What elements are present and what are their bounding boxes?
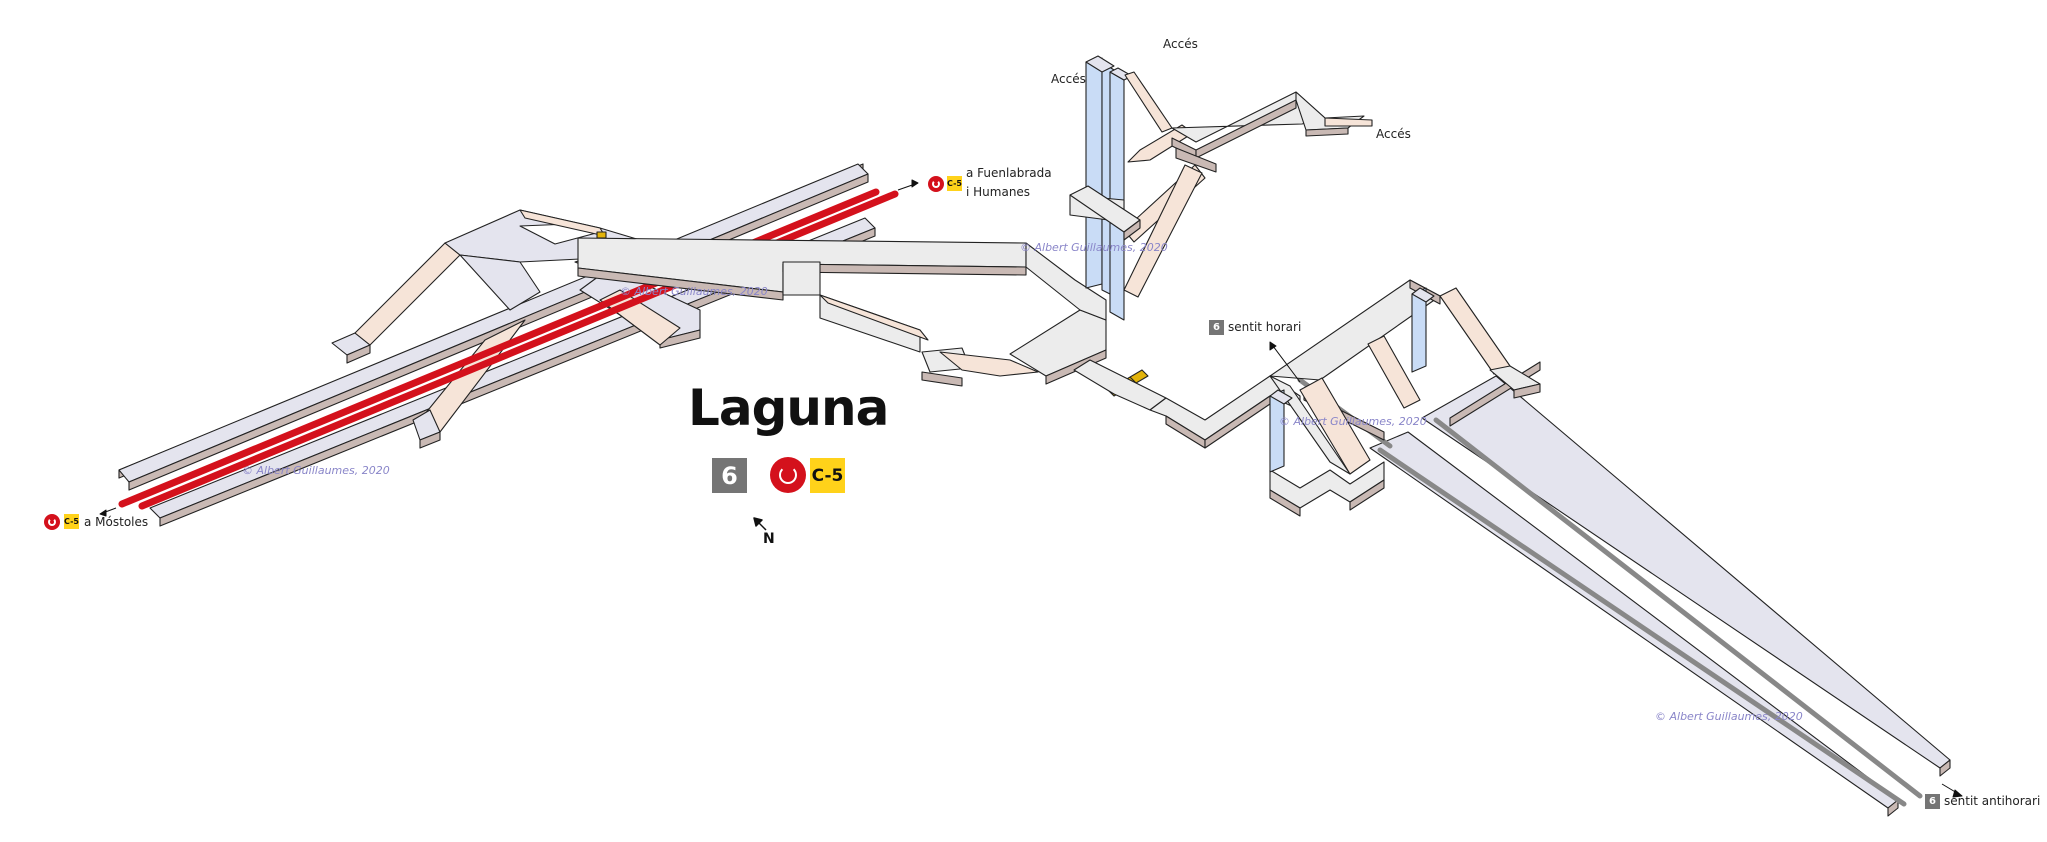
metro-concourse [1269,279,1441,517]
to-mostoles-label: a Móstoles [84,515,149,529]
counterclockwise-label: sentit antihorari [1944,794,2041,808]
north-arrow-icon [753,517,767,531]
clockwise-label: sentit horari [1228,320,1302,334]
north-label: N [763,531,775,547]
access-stairs [1069,71,1373,298]
lower-corridor [1073,359,1301,449]
cercanias-icon [928,176,944,192]
elevator-shafts [1085,55,1133,321]
watermark: © Albert Guillaumes, 2020 [1655,710,1803,723]
c5-badge-small: C-5 [947,176,962,191]
watermark: © Albert Guillaumes, 2020 [1279,415,1427,428]
metro-line-6-badge: 6 [712,458,747,493]
cercanias-icon [770,457,806,493]
watermark: © Albert Guillaumes, 2020 [242,464,390,477]
direction-arrows [99,179,1963,798]
access-label-1: Accés [1051,72,1086,86]
metro-line-6-badge-small: 6 [1925,794,1940,809]
watermark: © Albert Guillaumes, 2020 [620,285,768,298]
access-label-2: Accés [1163,37,1198,51]
c5-badge-small: C-5 [64,514,79,529]
station-title: Laguna [688,379,889,437]
to-humanes-label: i Humanes [966,185,1031,199]
access-building-body [1069,147,1217,241]
metro-elevators [1269,287,1435,473]
cercanias-icon [44,514,60,530]
access-label-3: Accés [1376,127,1411,141]
metro-stairs-east [1439,287,1541,399]
main-corridor [577,237,1107,387]
cercanias-platform-north [118,163,869,491]
left-concourse [331,209,701,449]
metro-line-6-badge-small: 6 [1209,320,1224,335]
to-fuenlabrada-label: a Fuenlabrada [966,166,1052,180]
watermark: © Albert Guillaumes, 2020 [1020,241,1168,254]
c5-badge: C-5 [810,458,845,493]
